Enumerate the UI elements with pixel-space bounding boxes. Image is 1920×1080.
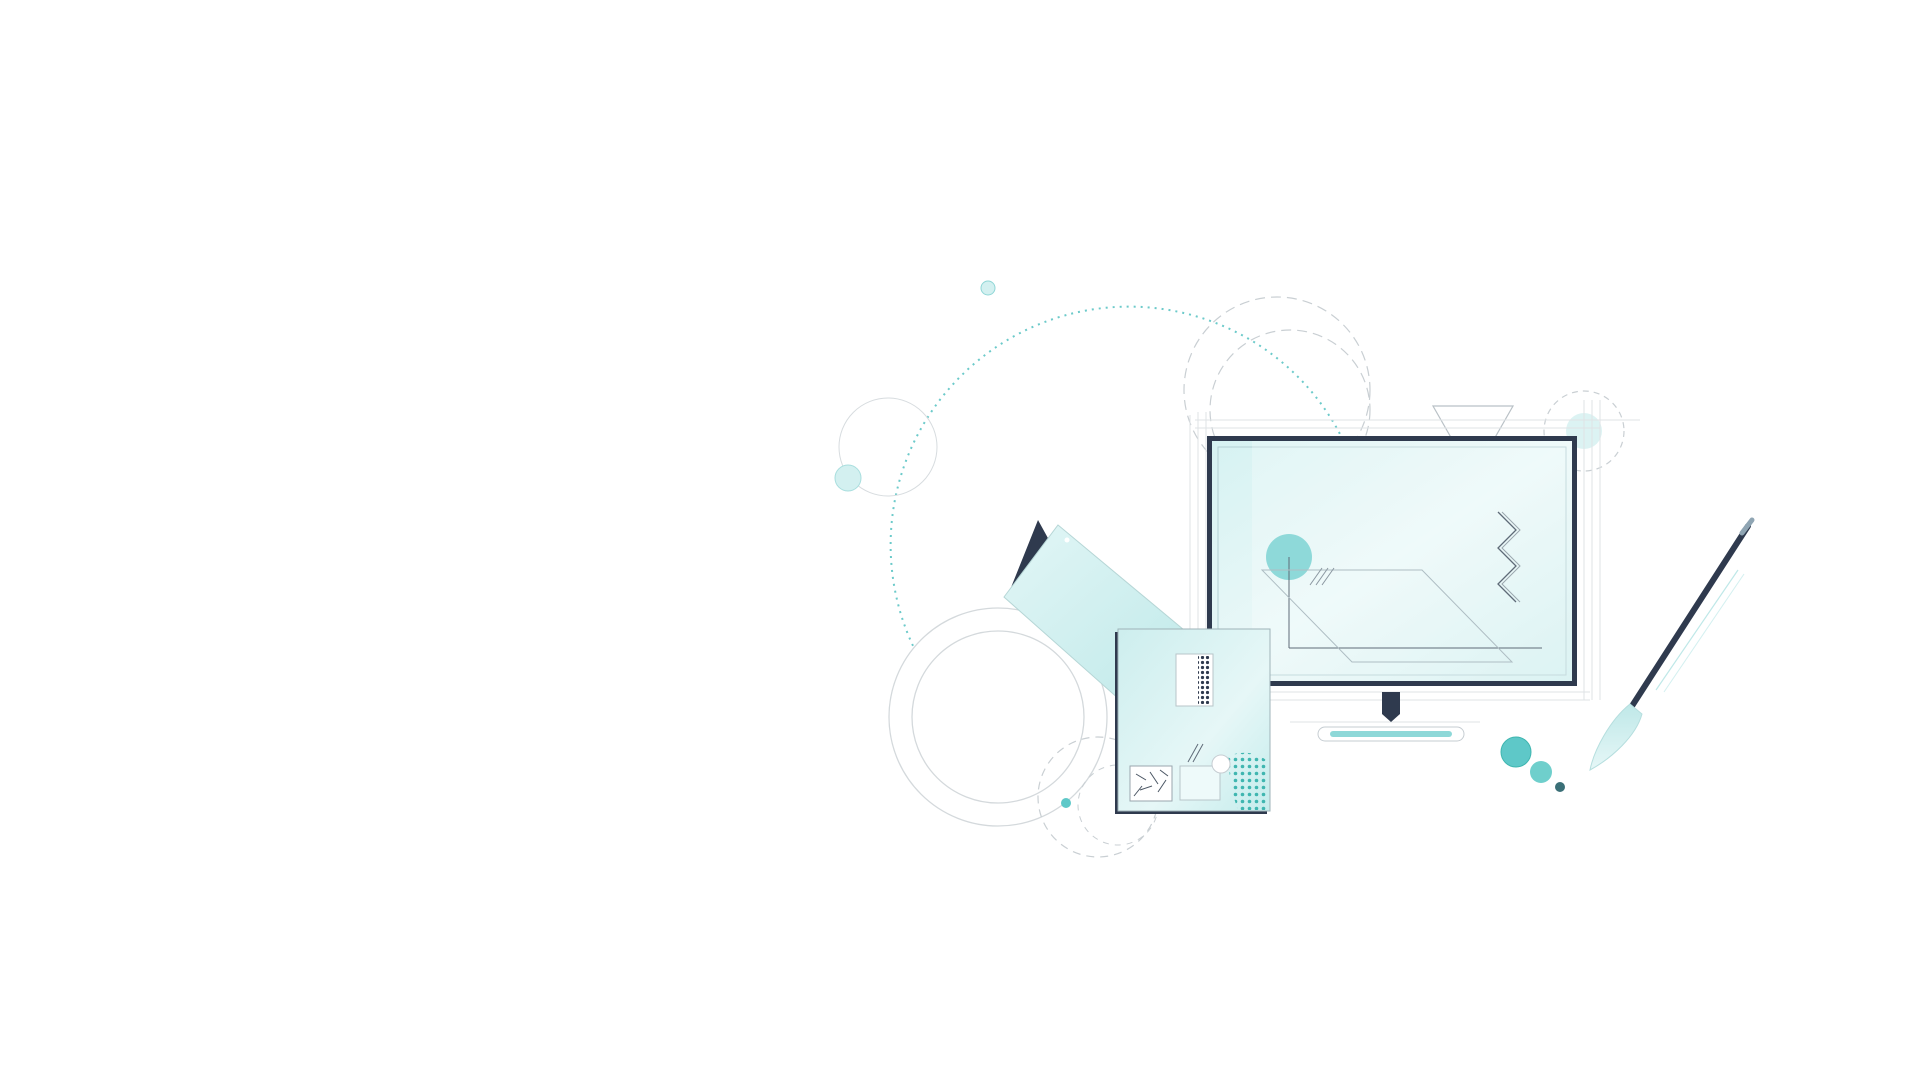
double-ring-icon — [888, 607, 1108, 827]
color-dots-icon — [1500, 736, 1565, 792]
design-card-icon — [1115, 628, 1271, 814]
monitor-icon — [1207, 436, 1577, 742]
dotted-orbit-icon — [889, 280, 1344, 651]
paintbrush-icon — [1589, 517, 1755, 771]
orbit-circle-left-icon — [834, 397, 938, 497]
